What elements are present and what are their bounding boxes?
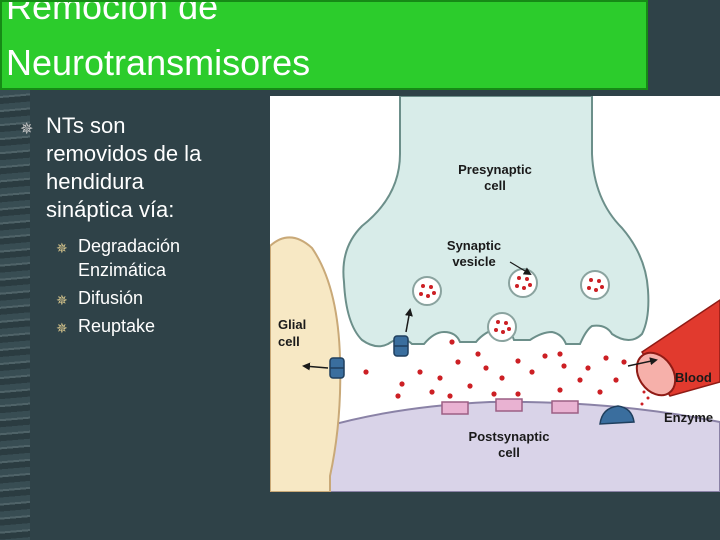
vesicle-label-line1: Synaptic [447, 238, 501, 253]
glial-transporter [329, 357, 345, 379]
sub-bullet-icon: ✵ [56, 320, 68, 336]
blood-vessel [635, 299, 720, 397]
presynaptic-cell [342, 96, 650, 348]
glial-uptake-arrow [302, 362, 329, 371]
presynaptic-transporter [393, 335, 409, 357]
neurotransmitter-molecules [363, 339, 627, 399]
postsynaptic-label-line1: Postsynaptic [469, 429, 550, 444]
bullet-main-line-1: NTs son [46, 113, 126, 138]
title-bar: Remoción de Neurotransmisores [0, 0, 648, 90]
bullet-main-line-3: hendidura [46, 169, 144, 194]
enzyme-label: Enzyme [664, 410, 713, 425]
sub-bullet-icon: ✵ [56, 292, 68, 308]
presynaptic-label-line2: cell [484, 178, 506, 193]
synapse-diagram: Presynaptic cell Synaptic vesicle Glial … [270, 96, 720, 492]
sub-bullet-item: ✵ Reuptake [20, 314, 265, 338]
synaptic-vesicle [487, 312, 517, 342]
title-line-2: Neurotransmisores [6, 42, 311, 83]
blood-label: Blood [675, 370, 712, 385]
sub-bullet-icon: ✵ [56, 240, 68, 256]
bullet-icon: ✵ [20, 121, 34, 138]
glial-label-line2: cell [278, 334, 300, 349]
title-line-1: Remoción de [6, 0, 219, 27]
postsynaptic-receptors [441, 398, 579, 415]
diffusion-arrow [627, 357, 658, 367]
sub-bullet-label: Degradación Enzimática [78, 236, 181, 280]
bullet-main-line-2: removidos de la [46, 141, 202, 166]
reuptake-arrow [404, 308, 413, 333]
presynaptic-label-line1: Presynaptic [458, 162, 532, 177]
sub-bullet-label: Reuptake [78, 316, 156, 336]
synaptic-vesicle [412, 276, 442, 306]
synapse-figure: Presynaptic cell Synaptic vesicle Glial … [270, 96, 720, 492]
bullet-list: ✵ NTs son removidos de la hendidura siná… [20, 112, 265, 342]
sub-bullet-label: Difusión [78, 288, 144, 308]
decorative-contour-strip [0, 90, 30, 540]
sub-bullet-item: ✵ Degradación Enzimática [20, 234, 265, 282]
glial-label-line1: Glial [278, 317, 306, 332]
bullet-main-line-4: sináptica vía: [46, 197, 175, 222]
synaptic-vesicles [412, 268, 610, 342]
synaptic-vesicle [508, 268, 538, 298]
vesicle-pointer [509, 261, 532, 276]
sub-bullet-item: ✵ Difusión [20, 286, 265, 310]
synaptic-vesicle [580, 270, 610, 300]
sub-bullet-list: ✵ Degradación Enzimática ✵ Difusión ✵ Reupt… [20, 234, 265, 338]
enzyme [599, 405, 635, 425]
postsynaptic-label-line2: cell [498, 445, 520, 460]
bullet-main: ✵ NTs son removidos de la hendidura siná… [20, 112, 265, 224]
vesicle-label-line2: vesicle [452, 254, 495, 269]
